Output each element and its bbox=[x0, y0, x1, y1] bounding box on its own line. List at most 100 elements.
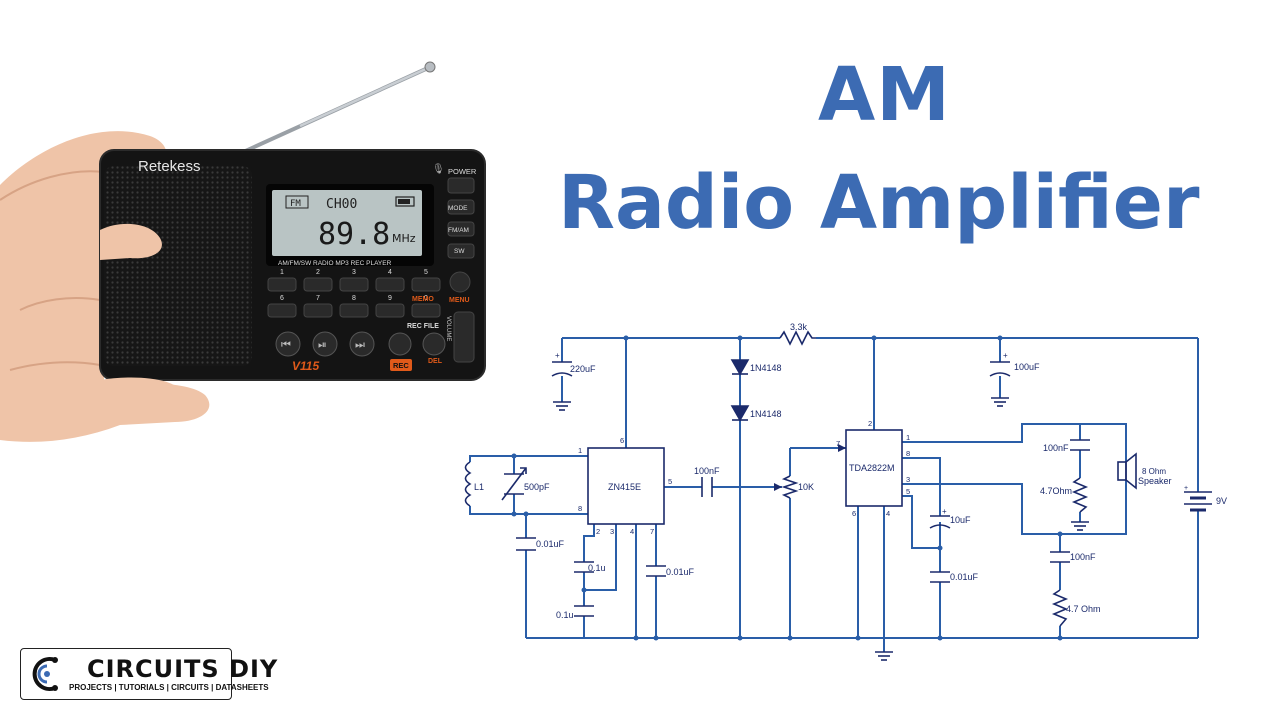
pin-zn-3: 3 bbox=[610, 527, 614, 536]
play-button[interactable] bbox=[312, 331, 338, 357]
label-500pf: 500pF bbox=[524, 482, 550, 492]
keypad-key-label: 9 bbox=[388, 295, 392, 302]
keypad-key-label: 1 bbox=[280, 269, 284, 276]
potentiometer-10k bbox=[781, 475, 799, 499]
label-battery: 9V bbox=[1216, 496, 1227, 506]
label-001uf-right: 0.01uF bbox=[950, 572, 979, 582]
keypad-key-6[interactable] bbox=[267, 303, 297, 318]
pin-zn-5: 5 bbox=[668, 477, 672, 486]
label-100nf-coupling: 100nF bbox=[694, 466, 720, 476]
label-speaker: Speaker bbox=[1138, 476, 1172, 486]
title-line-2: Radio Amplifier bbox=[558, 160, 1200, 246]
prev-button[interactable] bbox=[275, 331, 301, 357]
pin-tda-4: 4 bbox=[886, 509, 890, 518]
ic-zn415e bbox=[587, 447, 665, 525]
keypad-key-9[interactable] bbox=[375, 303, 405, 318]
keypad-key-5[interactable] bbox=[411, 277, 441, 292]
label-d2: 1N4148 bbox=[750, 409, 782, 419]
keypad-key-label: 5 bbox=[424, 269, 428, 276]
keypad-key-4[interactable] bbox=[375, 277, 405, 292]
keypad-key-7[interactable] bbox=[303, 303, 333, 318]
lcd-band: FM bbox=[290, 199, 301, 209]
rec-button[interactable] bbox=[388, 332, 412, 356]
rec-label: REC bbox=[393, 361, 409, 370]
label-220uf: 220uF bbox=[570, 364, 596, 374]
logo-name: CIRCUITS DIY bbox=[87, 655, 279, 683]
rec-file-label: REC FILE bbox=[407, 323, 439, 330]
junctions bbox=[511, 335, 1063, 641]
keypad-key-label: 3 bbox=[352, 269, 356, 276]
circuits-diy-logo-mark bbox=[32, 657, 58, 691]
lcd-channel: CH00 bbox=[326, 197, 357, 212]
keypad-key-label: 6 bbox=[280, 295, 284, 302]
sw-label: SW bbox=[454, 248, 465, 255]
keypad-key-8[interactable] bbox=[339, 303, 369, 318]
label-01u-a: 0.1u bbox=[588, 563, 606, 573]
sw-button[interactable] bbox=[447, 243, 475, 259]
label-10k: 10K bbox=[798, 482, 814, 492]
keypad-key-1[interactable] bbox=[267, 277, 297, 292]
pin-zn-6: 6 bbox=[620, 436, 624, 445]
label-10uf: 10uF bbox=[950, 515, 971, 525]
volume-label: VOLUME bbox=[445, 316, 451, 341]
next-button[interactable] bbox=[349, 331, 375, 357]
label-47ohm-top: 4.7Ohm bbox=[1040, 486, 1072, 496]
mode-label: MODE bbox=[448, 205, 468, 212]
svg-text:+: + bbox=[1184, 485, 1188, 492]
pin-zn-7: 7 bbox=[650, 527, 654, 536]
mode-button[interactable] bbox=[447, 199, 475, 215]
pin-zn-1: 1 bbox=[578, 446, 582, 455]
pin-tda-7: 7 bbox=[836, 439, 840, 448]
label-100uf: 100uF bbox=[1014, 362, 1040, 372]
play-pause-icon: ⏯ bbox=[318, 339, 327, 351]
ic-tda2822m bbox=[845, 429, 903, 507]
label-100nf-bottom: 100nF bbox=[1070, 552, 1096, 562]
label-speaker-ohm: 8 Ohm bbox=[1142, 467, 1166, 476]
keypad-key-3[interactable] bbox=[339, 277, 369, 292]
label-01u-b: 0.1u bbox=[556, 610, 574, 620]
wires bbox=[469, 337, 1199, 652]
svg-text:+: + bbox=[942, 507, 947, 516]
speaker-symbol bbox=[1117, 461, 1127, 481]
svg-text:+: + bbox=[1003, 351, 1008, 360]
component-symbols bbox=[464, 330, 1212, 661]
del-label: DEL bbox=[428, 358, 443, 365]
keypad-key-label: 0 bbox=[424, 295, 428, 302]
circuits-diy-logo[interactable]: CIRCUITS DIY PROJECTS | TUTORIALS | CIRC… bbox=[20, 648, 277, 700]
radio-brand: Retekess bbox=[138, 158, 201, 175]
pin-tda-1: 1 bbox=[906, 433, 910, 442]
inductor-l1 bbox=[464, 461, 472, 507]
circuit-schematic: 3.3k 220uF + 1N4148 1N4148 100uF + ZN415… bbox=[464, 322, 1227, 661]
pin-tda-8: 8 bbox=[906, 449, 910, 458]
logo-tagline: PROJECTS | TUTORIALS | CIRCUITS | DATASH… bbox=[69, 683, 269, 692]
label-001uf-mid: 0.01uF bbox=[666, 567, 695, 577]
label-47ohm-bottom: 4.7 Ohm bbox=[1066, 604, 1101, 614]
pin-tda-5: 5 bbox=[906, 487, 910, 496]
keypad-key-2[interactable] bbox=[303, 277, 333, 292]
resistor-3k3 bbox=[779, 330, 816, 346]
menu-button[interactable] bbox=[449, 271, 471, 293]
svg-text:+: + bbox=[555, 351, 560, 360]
fmam-button[interactable] bbox=[447, 221, 475, 237]
lcd-unit: MHz bbox=[392, 232, 416, 245]
hand bbox=[0, 131, 210, 442]
pin-tda-6: 6 bbox=[852, 509, 856, 518]
keypad-key-label: 2 bbox=[316, 269, 320, 276]
lcd-strip-text: AM/FM/SW RADIO MP3 REC PLAYER bbox=[278, 260, 392, 267]
microphone-icon: 🎙 bbox=[432, 163, 445, 175]
title-line-1: AM bbox=[818, 52, 951, 138]
fmam-label: FM/AM bbox=[448, 227, 469, 234]
radio-photo: Retekess 🎙 POWER FM CH00 89.8 MHz AM/FM/… bbox=[0, 61, 486, 442]
pin-tda-2: 2 bbox=[868, 419, 872, 428]
battery-icon bbox=[395, 196, 415, 207]
label-tda2822m: TDA2822M bbox=[849, 463, 895, 473]
keypad-key-0[interactable] bbox=[411, 303, 441, 318]
power-button[interactable] bbox=[447, 177, 475, 194]
label-zn415e: ZN415E bbox=[608, 482, 641, 492]
label-3k3: 3.3k bbox=[790, 322, 808, 332]
pin-zn-4: 4 bbox=[630, 527, 634, 536]
del-button[interactable] bbox=[422, 332, 446, 356]
volume-slider[interactable] bbox=[453, 311, 475, 363]
label-l1: L1 bbox=[474, 482, 484, 492]
